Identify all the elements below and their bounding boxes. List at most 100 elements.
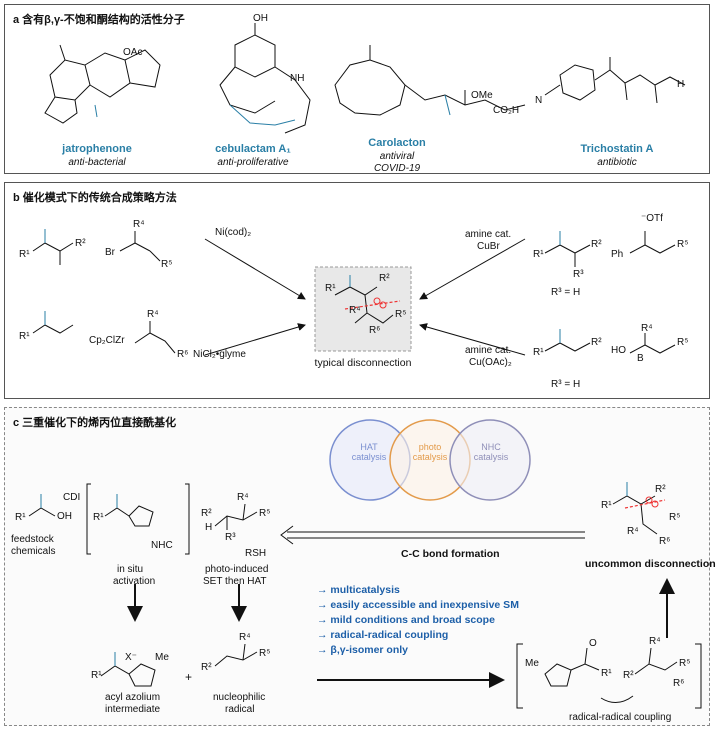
nucleophilic-label-2: radical [225, 704, 255, 715]
b-ho: HO [611, 345, 626, 356]
b-center-r1: R¹ [325, 283, 336, 294]
label-oh-cebulactam: OH [253, 13, 268, 24]
cdi-label: CDI [63, 492, 81, 503]
b-r5-c: R⁵ [677, 239, 689, 250]
c-r1-imid: R¹ [93, 512, 104, 523]
b-r4-d: R⁴ [641, 323, 653, 334]
c-r6-pair: R⁶ [673, 678, 685, 689]
acyl-azolium-label-2: intermediate [105, 704, 161, 715]
label-nh: NH [290, 73, 305, 84]
b-r1-a: R¹ [19, 249, 30, 260]
panel-a-title: a 含有β,γ-不饱和酮结构的活性分子 [13, 14, 185, 26]
b-cp2clzr: Cp₂ClZr [89, 335, 125, 346]
c-r5-pair: R⁵ [679, 658, 691, 669]
bullet-3: → mild conditions and broad scope [317, 614, 495, 626]
b-br: Br [105, 247, 115, 258]
reagent-nicod: Ni(cod)₂ [215, 227, 252, 238]
label-ome: OMe [471, 90, 493, 101]
catalysis-photo: photo catalysis [405, 442, 455, 462]
b-r2-c: R² [591, 239, 602, 250]
panel-c: c 三重催化下的烯丙位直接酰基化 [4, 407, 716, 726]
panel-b-title: b 催化模式下的传统合成策略方法 [13, 192, 177, 204]
molecule-name-cebulactam: cebulactam A₁ [215, 143, 291, 155]
c-r5-radical: R⁵ [259, 648, 271, 659]
b-r1-d: R¹ [533, 347, 544, 358]
r3-equals-h-top: R³ = H [551, 287, 581, 298]
panel-c-scheme [28, 419, 702, 709]
c-r2-pair: R² [623, 670, 634, 681]
c-r3-alkene: R³ [225, 532, 236, 543]
bullet-4: → radical-radical coupling [317, 629, 449, 641]
c-r5-alkene: R⁵ [259, 508, 271, 519]
c-r4-product: R⁴ [627, 526, 639, 537]
c-r1-pair: R¹ [601, 668, 612, 679]
panel-a: a 含有β,γ-不饱和酮结构的活性分子 [4, 4, 710, 174]
c-o-pair: O [589, 638, 597, 649]
c-r4-pair: R⁴ [649, 636, 661, 647]
set-then-hat-label: SET then HAT [203, 576, 267, 587]
c-r6-product: R⁶ [659, 536, 671, 547]
label-h: H [677, 79, 685, 90]
c-r1-acid: R¹ [15, 512, 26, 523]
b-r6-b: R⁶ [177, 349, 189, 360]
c-r1-product: R¹ [601, 500, 612, 511]
r3-equals-h-bottom: R³ = H [551, 379, 581, 390]
c-me-pair: Me [525, 658, 539, 669]
c-h-alkene: H [205, 522, 213, 533]
b-otf: ⁻OTf [641, 213, 663, 224]
chemicals-label: chemicals [11, 546, 56, 557]
catalysis-hat-line1: HAT [360, 442, 378, 452]
b-r3-c: R³ [573, 269, 584, 280]
uncommon-disconnection-label: uncommon disconnection [585, 558, 716, 570]
c-r2-radical: R² [201, 662, 212, 673]
c-plus: + [185, 670, 193, 684]
b-r4-a: R⁴ [133, 219, 145, 230]
b-center-r2: R² [379, 273, 390, 284]
bullet-1: → multicatalysis [317, 584, 400, 596]
reagent-amine-2: amine cat. [465, 345, 512, 356]
b-center-r6: R⁶ [369, 325, 381, 336]
c-x-azolium: X⁻ [125, 652, 137, 663]
b-r5-d: R⁵ [677, 337, 689, 348]
bullet-5: → β,γ-isomer only [317, 644, 409, 656]
feedstock-label: feedstock [11, 534, 54, 545]
nucleophilic-label-1: nucleophilic [213, 692, 266, 703]
bullet-2: → easily accessible and inexpensive SM [317, 599, 519, 611]
photo-induced-label: photo-induced [205, 564, 269, 575]
label-oac: OAc [123, 47, 143, 58]
c-r2-alkene: R² [201, 508, 212, 519]
b-r2-a: R² [75, 238, 86, 249]
b-center-r4: R⁴ [349, 305, 361, 316]
molecule-activity2-carolacton: COVID-19 [373, 163, 421, 174]
molecule-name-jatrophenone: jatrophenone [62, 143, 132, 155]
catalysis-photo-line2: catalysis [412, 452, 448, 462]
in-situ-label: in situ [117, 564, 144, 575]
b-r1-c: R¹ [533, 249, 544, 260]
molecule-activity-trichostatin: antibiotic [597, 157, 637, 168]
label-n: N [535, 95, 543, 106]
activation-label: activation [113, 576, 156, 587]
b-ph: Ph [611, 249, 624, 260]
b-r2-d: R² [591, 337, 602, 348]
reagent-cuoac: Cu(OAc)₂ [469, 357, 512, 368]
catalysis-nhc: NHC catalysis [467, 442, 515, 462]
catalysis-nhc-line2: catalysis [473, 452, 509, 462]
panel-b-scheme [32, 229, 676, 356]
panel-a-structures [44, 23, 686, 134]
c-r2-product: R² [655, 484, 666, 495]
b-center-r5: R⁵ [395, 309, 407, 320]
b-r4-b: R⁴ [147, 309, 159, 320]
rsh-label: RSH [245, 548, 267, 559]
molecule-activity-cebulactam: anti-proliferative [217, 157, 289, 168]
catalysis-nhc-line1: NHC [481, 442, 501, 452]
b-r5-a: R⁵ [161, 259, 173, 270]
c-r4-alkene: R⁴ [237, 492, 249, 503]
b-b: B [637, 353, 644, 364]
acyl-azolium-label-1: acyl azolium [105, 692, 161, 703]
molecule-activity-jatrophenone: anti-bacterial [68, 157, 126, 168]
nhc-label: NHC [151, 540, 173, 551]
catalysis-hat: HAT catalysis [345, 442, 393, 462]
molecule-name-carolacton: Carolacton [368, 137, 426, 149]
catalysis-photo-line1: photo [418, 442, 442, 452]
b-r1-b: R¹ [19, 331, 30, 342]
